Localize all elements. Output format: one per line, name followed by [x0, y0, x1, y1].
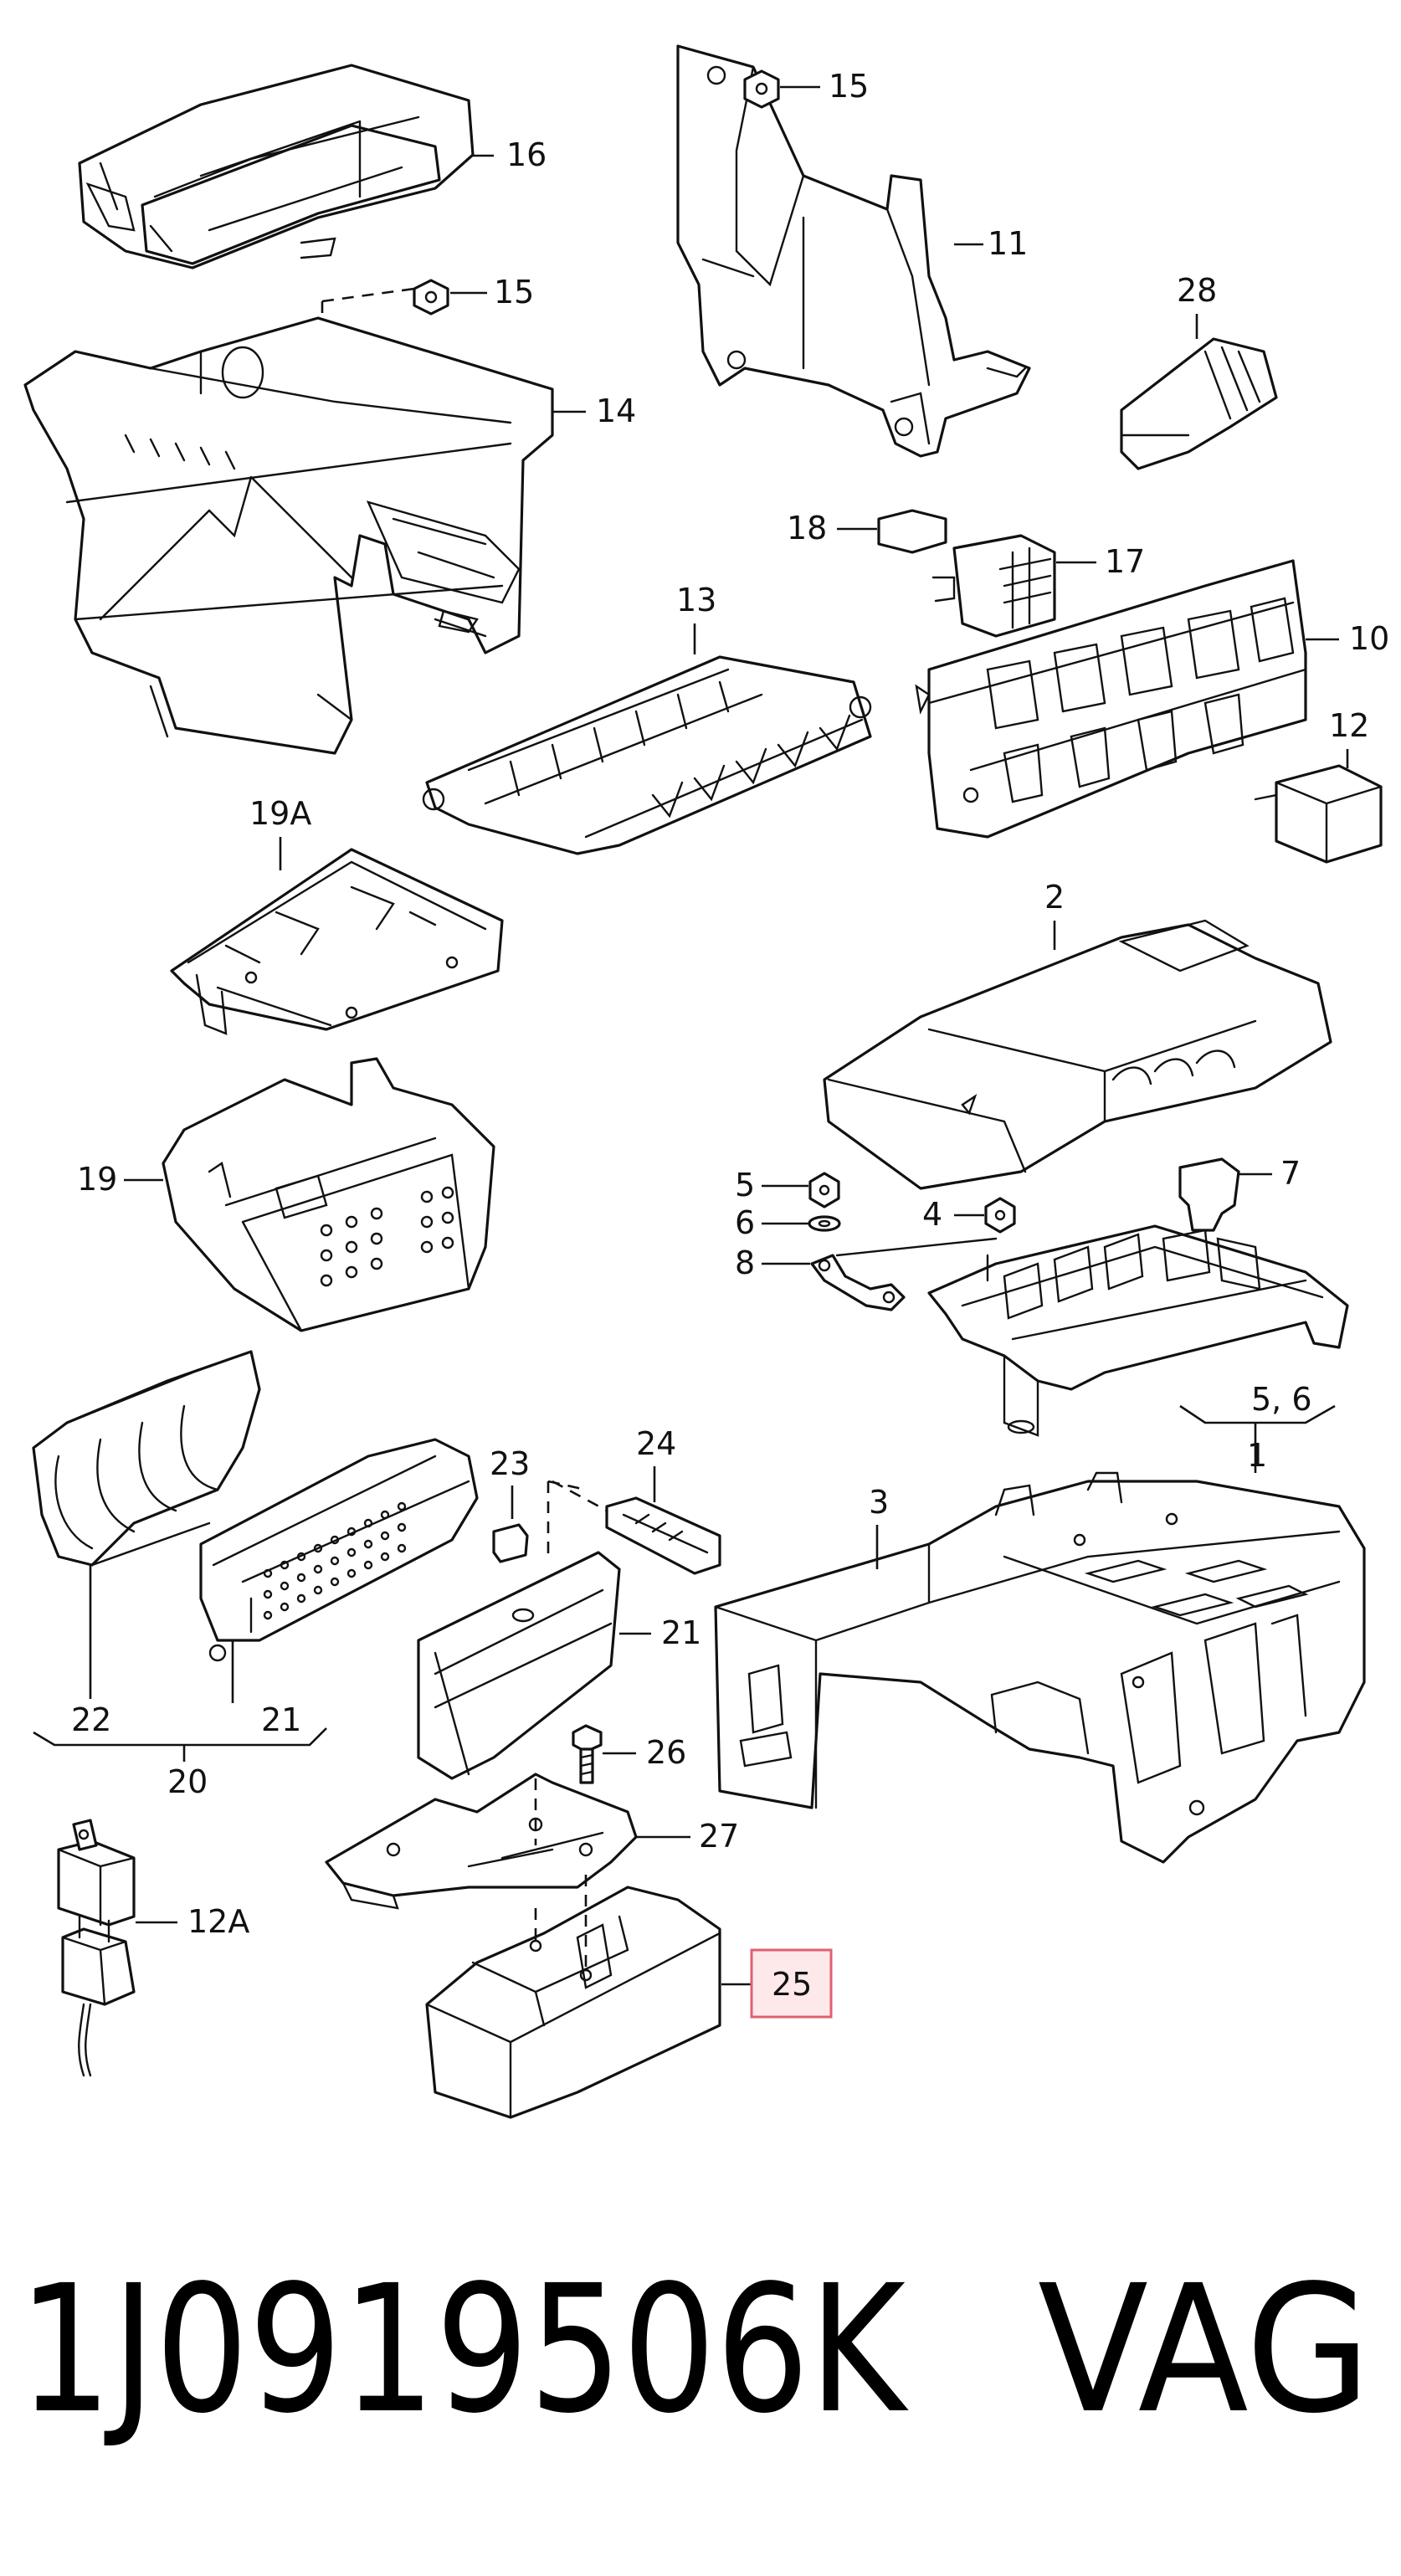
part-10-relay-carrier	[915, 559, 1307, 839]
part-25-control-module-box	[425, 1875, 721, 2119]
svg-text:24: 24	[636, 1425, 676, 1462]
part-2-control-unit	[823, 919, 1332, 1190]
callout-6: 6	[735, 1204, 808, 1241]
callout-14: 14	[552, 393, 636, 429]
svg-text:2: 2	[1044, 879, 1065, 916]
svg-text:23: 23	[490, 1445, 530, 1482]
part-27-bracket-plate	[325, 1773, 638, 1910]
svg-text:20: 20	[167, 1763, 208, 1800]
part-21-plate	[417, 1551, 621, 1780]
part-12a-relay	[57, 1819, 136, 2077]
callout-28: 28	[1177, 272, 1217, 339]
part-14-mounting-frame	[23, 316, 554, 755]
svg-text:12: 12	[1329, 707, 1369, 744]
callout-23: 23	[490, 1445, 530, 1519]
svg-text:1: 1	[1247, 1437, 1267, 1474]
svg-text:18: 18	[787, 510, 827, 547]
callout-8: 8	[735, 1244, 810, 1281]
callout-15-lower: 15	[450, 274, 534, 310]
svg-text:19A: 19A	[249, 795, 311, 832]
part-22-cover	[32, 1350, 261, 1567]
part-6-washer	[808, 1215, 841, 1232]
part-4-nut	[984, 1197, 1016, 1234]
callout-27: 27	[636, 1818, 739, 1855]
part-13-fuse-strip	[422, 655, 872, 855]
callout-56-bracket: 5, 6	[1179, 1381, 1336, 1473]
svg-text:10: 10	[1349, 620, 1389, 657]
svg-text:26: 26	[646, 1734, 686, 1771]
callout-3: 3	[869, 1484, 889, 1569]
svg-text:25: 25	[772, 1966, 812, 2003]
svg-text:5, 6: 5, 6	[1251, 1381, 1312, 1418]
part-15-nut	[413, 279, 449, 316]
callout-26: 26	[603, 1734, 686, 1771]
part-8-ground-strap	[810, 1237, 998, 1311]
part-12-relay	[1254, 764, 1383, 864]
callout-10: 10	[1306, 620, 1389, 657]
svg-text:19: 19	[77, 1161, 117, 1198]
callout-18: 18	[787, 510, 877, 547]
svg-text:17: 17	[1105, 543, 1145, 580]
callout-1: 1	[1247, 1437, 1267, 1474]
svg-text:21: 21	[661, 1614, 701, 1651]
svg-text:15: 15	[494, 274, 534, 310]
callout-22: 22	[71, 1565, 111, 1738]
callout-11: 11	[954, 225, 1028, 262]
callout-16: 16	[473, 136, 547, 173]
svg-text:16: 16	[506, 136, 547, 173]
callout-17: 17	[1056, 543, 1145, 580]
dashed-guide-23	[547, 1480, 587, 1557]
part-21-connector-left	[199, 1438, 479, 1662]
svg-text:3: 3	[869, 1484, 889, 1521]
part-28-clip	[1120, 337, 1278, 470]
svg-text:4: 4	[922, 1196, 942, 1233]
part-18-fuse	[877, 509, 947, 554]
part-17-relay-socket	[931, 534, 1056, 638]
callout-4: 4	[922, 1196, 984, 1233]
callout-25-highlight: 25	[721, 1948, 833, 2019]
callout-2: 2	[1044, 879, 1065, 950]
svg-text:5: 5	[735, 1167, 755, 1203]
part-15-nut-top	[743, 69, 780, 109]
part-23-fuse	[492, 1523, 529, 1563]
svg-text:12A: 12A	[187, 1903, 249, 1940]
part-number: 1J0919506K	[18, 2247, 909, 2452]
svg-text:6: 6	[735, 1204, 755, 1241]
svg-text:15: 15	[829, 68, 869, 105]
part-5-nut	[808, 1172, 840, 1208]
part-1-fuse-box-base	[927, 1224, 1349, 1437]
svg-text:13: 13	[676, 582, 716, 618]
part-24-fuse-strip	[605, 1496, 721, 1575]
svg-text:21: 21	[261, 1701, 301, 1738]
callout-5: 5	[735, 1167, 808, 1203]
brand-name: VAG	[1038, 2247, 1371, 2452]
callout-19: 19	[77, 1161, 163, 1198]
callout-7: 7	[1237, 1155, 1301, 1192]
part-7-fuse	[1178, 1157, 1240, 1232]
callout-13: 13	[676, 582, 716, 654]
part-26-bolt	[572, 1724, 603, 1784]
svg-text:28: 28	[1177, 272, 1217, 309]
callout-12a: 12A	[136, 1903, 249, 1940]
part-11-bracket	[676, 44, 1031, 458]
callout-15-top: 15	[780, 68, 869, 105]
svg-text:8: 8	[735, 1244, 755, 1281]
svg-text:11: 11	[988, 225, 1028, 262]
svg-text:27: 27	[699, 1818, 739, 1855]
callout-12: 12	[1329, 707, 1369, 768]
callout-24: 24	[636, 1425, 676, 1502]
svg-text:14: 14	[596, 393, 636, 429]
callout-21-left: 21	[231, 1640, 301, 1738]
part-16-connector-housing	[78, 64, 475, 269]
callout-21-right: 21	[619, 1614, 701, 1651]
part-19-connector-housing	[162, 1057, 495, 1332]
svg-text:22: 22	[71, 1701, 111, 1738]
callout-20-bracket: 20	[33, 1727, 327, 1800]
dashed-guide-24	[552, 1480, 608, 1512]
part-19a-connector-cover	[170, 848, 504, 1035]
part-3-mounting-bracket	[714, 1471, 1366, 1864]
svg-text:7: 7	[1280, 1155, 1301, 1192]
callout-19a: 19A	[249, 795, 311, 870]
